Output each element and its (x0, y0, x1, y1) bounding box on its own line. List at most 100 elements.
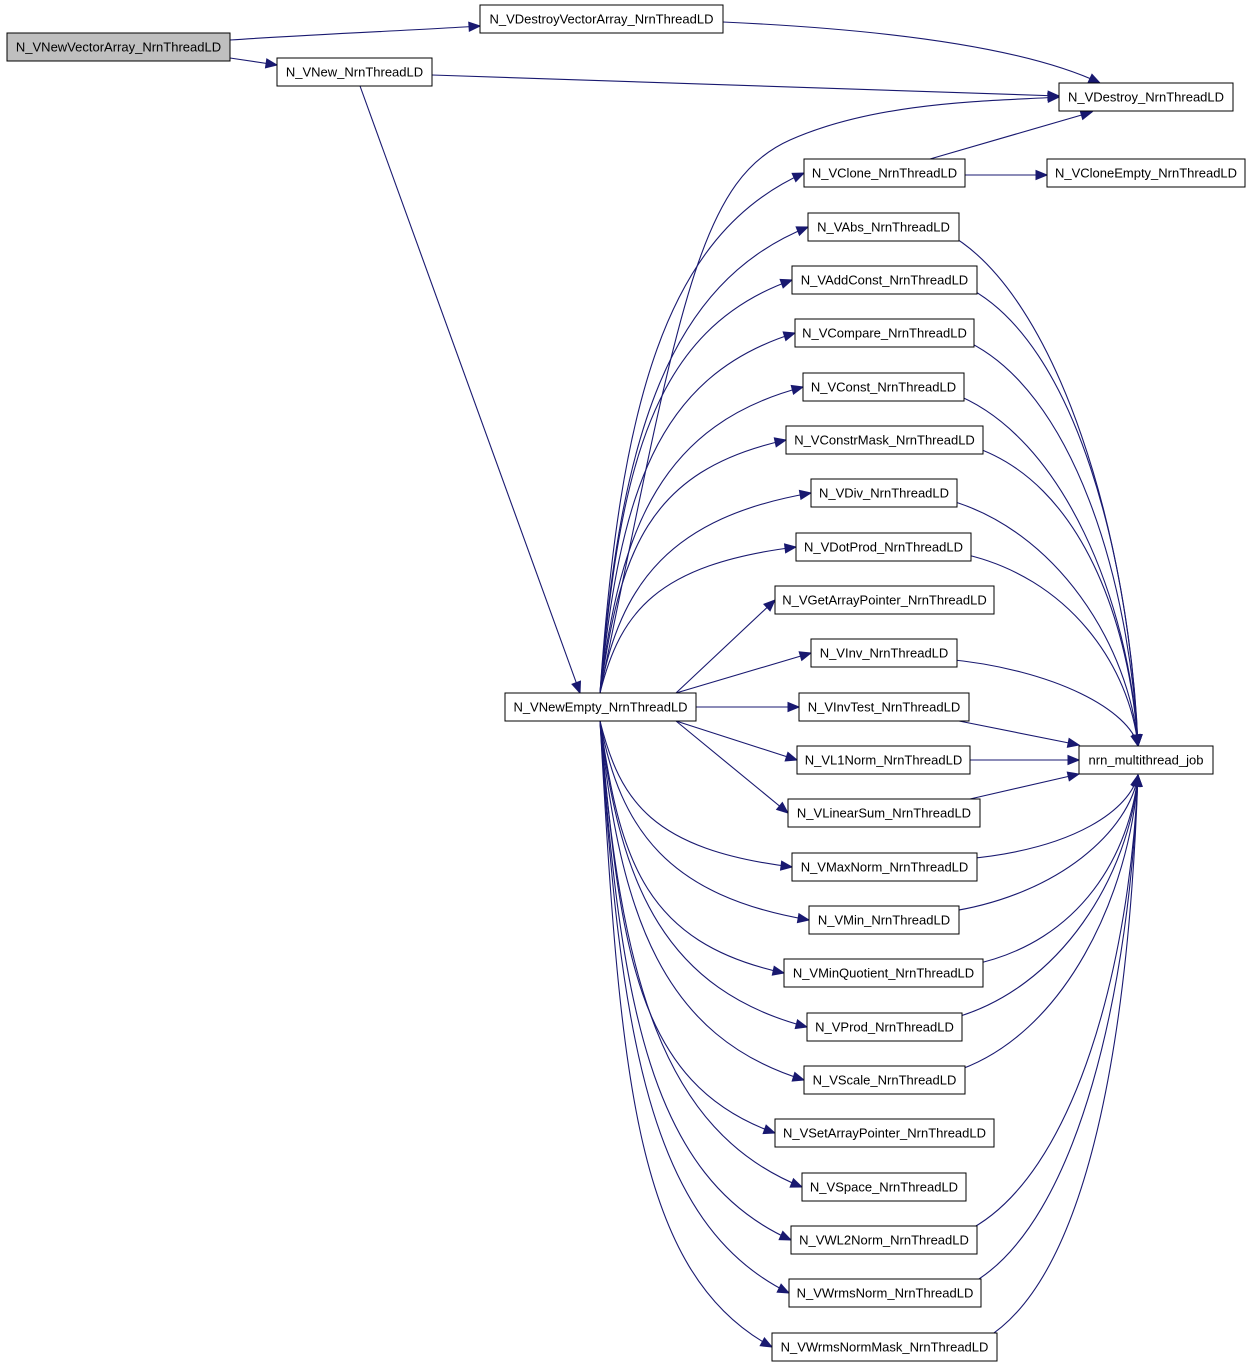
node-cloneempty[interactable]: N_VCloneEmpty_NrnThreadLD (1046, 158, 1246, 188)
node-box[interactable] (785, 425, 984, 455)
edge-newempty-to-clone (599, 172, 806, 694)
node-box[interactable] (810, 478, 958, 508)
node-box[interactable] (810, 638, 958, 668)
node-label: N_VWrmsNormMask_NrnThreadLD (781, 1340, 989, 1355)
edge-layer (229, 21, 1143, 1348)
node-box[interactable] (1058, 82, 1234, 112)
edge-line (599, 720, 805, 1081)
node-inv[interactable]: N_VInv_NrnThreadLD (810, 638, 958, 668)
node-prod[interactable]: N_VProd_NrnThreadLD (806, 1012, 963, 1042)
node-addconst[interactable]: N_VAddConst_NrnThreadLD (791, 265, 978, 295)
arrowhead-icon (779, 860, 794, 871)
edge-line (946, 774, 1139, 913)
node-box[interactable] (774, 585, 995, 615)
node-box[interactable] (801, 1172, 967, 1202)
node-getarraypointer[interactable]: N_VGetArrayPointer_NrnThreadLD (774, 585, 995, 615)
edge-line (229, 25, 481, 41)
node-wl2norm[interactable]: N_VWL2Norm_NrnThreadLD (790, 1225, 978, 1255)
edge-line (599, 279, 793, 694)
edge-line (958, 720, 1080, 746)
node-label: nrn_multithread_job (1089, 753, 1204, 768)
arrowhead-icon (1035, 169, 1049, 181)
node-label: N_VGetArrayPointer_NrnThreadLD (782, 593, 986, 608)
node-box[interactable] (796, 745, 971, 775)
node-box[interactable] (6, 32, 231, 62)
node-box[interactable] (787, 798, 981, 828)
node-box[interactable] (771, 1332, 998, 1362)
node-min[interactable]: N_VMin_NrnThreadLD (808, 905, 960, 935)
node-box[interactable] (807, 212, 960, 242)
node-label: N_VInvTest_NrnThreadLD (808, 700, 960, 715)
node-box[interactable] (803, 1065, 966, 1095)
edge-line (599, 96, 1060, 694)
edge-new-to-destroy (431, 74, 1061, 101)
node-l1norm[interactable]: N_VL1Norm_NrnThreadLD (796, 745, 971, 775)
node-box[interactable] (790, 1225, 978, 1255)
node-linearsum[interactable]: N_VLinearSum_NrnThreadLD (787, 798, 981, 828)
node-box[interactable] (794, 318, 975, 348)
node-new[interactable]: N_VNew_NrnThreadLD (276, 57, 433, 87)
arrowhead-icon (1066, 771, 1081, 782)
edge-line (984, 774, 1139, 1340)
node-label: N_VCloneEmpty_NrnThreadLD (1055, 166, 1237, 181)
node-maxnorm[interactable]: N_VMaxNorm_NrnThreadLD (791, 852, 978, 882)
node-box[interactable] (791, 265, 978, 295)
node-scale[interactable]: N_VScale_NrnThreadLD (803, 1065, 966, 1095)
node-box[interactable] (479, 4, 724, 34)
node-box[interactable] (276, 57, 433, 87)
node-label: N_VConst_NrnThreadLD (811, 380, 956, 395)
node-compare[interactable]: N_VCompare_NrnThreadLD (794, 318, 975, 348)
edge-line (599, 439, 787, 694)
node-box[interactable] (798, 692, 970, 722)
edge-newempty-to-destroy (599, 92, 1061, 694)
edge-destroyvectorarray-to-destroy (722, 21, 1102, 84)
edge-line (949, 774, 1139, 1020)
node-box[interactable] (504, 692, 697, 722)
node-box[interactable] (803, 158, 966, 188)
node-clone[interactable]: N_VClone_NrnThreadLD (803, 158, 966, 188)
node-box[interactable] (1078, 745, 1214, 775)
node-box[interactable] (774, 1118, 995, 1148)
node-destroy[interactable]: N_VDestroy_NrnThreadLD (1058, 82, 1234, 112)
node-box[interactable] (795, 532, 972, 562)
edge-inv-to-multithread (944, 658, 1141, 748)
arrowhead-icon (798, 651, 813, 662)
node-setarraypointer[interactable]: N_VSetArrayPointer_NrnThreadLD (774, 1118, 995, 1148)
node-box[interactable] (791, 852, 978, 882)
edge-line (675, 720, 798, 761)
edge-line (599, 720, 810, 921)
arrowhead-icon (782, 331, 797, 342)
node-box[interactable] (808, 905, 960, 935)
edge-newempty-to-getarraypointer (675, 599, 776, 694)
node-constrmask[interactable]: N_VConstrMask_NrnThreadLD (785, 425, 984, 455)
edge-line (675, 599, 776, 694)
edge-line (958, 552, 1139, 747)
node-newempty[interactable]: N_VNewEmpty_NrnThreadLD (504, 692, 697, 722)
node-dotprod[interactable]: N_VDotProd_NrnThreadLD (795, 532, 972, 562)
node-invtest[interactable]: N_VInvTest_NrnThreadLD (798, 692, 970, 722)
node-wrmsnormmask[interactable]: N_VWrmsNormMask_NrnThreadLD (771, 1332, 998, 1362)
edge-line (599, 386, 804, 694)
node-box[interactable] (802, 372, 965, 402)
node-box[interactable] (806, 1012, 963, 1042)
node-box[interactable] (788, 1278, 982, 1308)
arrowhead-icon (773, 437, 788, 448)
edge-wrmsnormmask-to-multithread (984, 773, 1143, 1340)
arrowhead-icon (778, 1230, 793, 1241)
node-box[interactable] (783, 958, 984, 988)
arrowhead-icon (776, 1283, 791, 1294)
node-multithread[interactable]: nrn_multithread_job (1078, 745, 1214, 775)
edge-newvectorarray-to-new (229, 57, 279, 69)
node-const[interactable]: N_VConst_NrnThreadLD (802, 372, 965, 402)
node-newvectorarray[interactable]: N_VNewVectorArray_NrnThreadLD (6, 32, 231, 62)
node-space[interactable]: N_VSpace_NrnThreadLD (801, 1172, 967, 1202)
node-destroyvectorarray[interactable]: N_VDestroyVectorArray_NrnThreadLD (479, 4, 724, 34)
node-abs[interactable]: N_VAbs_NrnThreadLD (807, 212, 960, 242)
edge-minquotient-to-multithread (970, 773, 1143, 966)
edge-line (599, 720, 790, 1294)
edge-newempty-to-maxnorm (599, 720, 794, 871)
node-div[interactable]: N_VDiv_NrnThreadLD (810, 478, 958, 508)
node-box[interactable] (1046, 158, 1246, 188)
node-minquotient[interactable]: N_VMinQuotient_NrnThreadLD (783, 958, 984, 988)
node-wrmsnorm[interactable]: N_VWrmsNorm_NrnThreadLD (788, 1278, 982, 1308)
